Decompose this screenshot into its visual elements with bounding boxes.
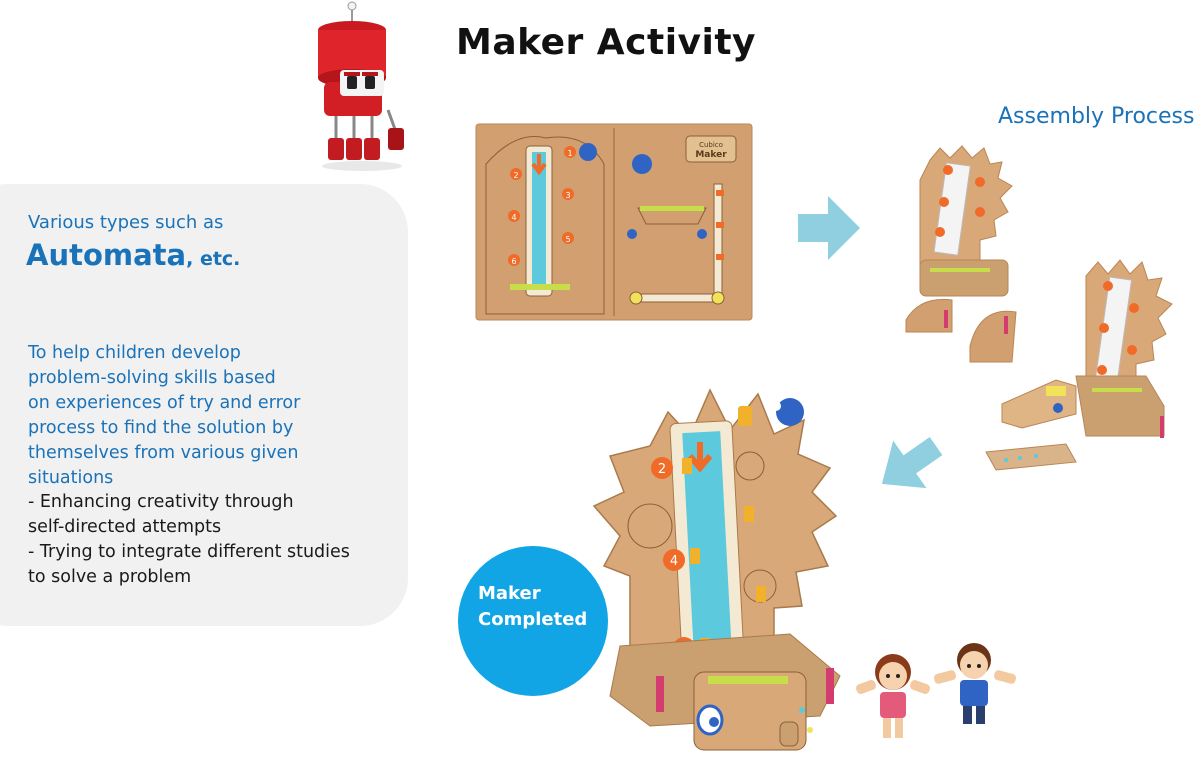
step-number: 3 xyxy=(565,191,570,200)
down-left-arrow-icon xyxy=(881,437,943,489)
step-number: 1 xyxy=(567,149,572,158)
boy-figure-image xyxy=(933,643,1017,724)
purpose-line: To help children develop xyxy=(28,343,241,363)
purpose-line: on experiences of try and error xyxy=(28,393,301,413)
kit-sheet-image: 2 1 3 4 5 6 Cubico Maker xyxy=(475,123,753,321)
highlight-line: Automata, etc. xyxy=(26,238,240,272)
purpose-text: To help children develop problem-solving… xyxy=(28,341,388,491)
step-number: 4 xyxy=(670,554,678,569)
assembly-step-image xyxy=(985,259,1173,471)
highlight-suffix: , etc. xyxy=(186,248,241,270)
panel-heading: Various types such as xyxy=(28,212,224,233)
info-panel xyxy=(0,184,408,626)
purpose-line: problem-solving skills based xyxy=(28,368,276,388)
badge-line: Completed xyxy=(478,609,588,630)
purpose-line: situations xyxy=(28,468,114,488)
completed-automata-image: 2 4 6 xyxy=(592,388,841,751)
bullet-line: to solve a problem xyxy=(28,567,192,587)
page-title: Maker Activity xyxy=(456,22,757,63)
purpose-line: process to find the solution by xyxy=(28,418,294,438)
bullet-line: self-directed attempts xyxy=(28,517,222,537)
bullet-list: - Enhancing creativity through self-dire… xyxy=(28,490,398,590)
assembly-step-image xyxy=(905,145,1017,363)
bullet-line: - Enhancing creativity through xyxy=(28,492,294,512)
maker-completed-badge xyxy=(458,546,608,696)
kit-logo-line2: Maker xyxy=(695,150,727,160)
girl-figure-image xyxy=(856,654,930,738)
maker-completed-text: Maker Completed xyxy=(478,581,598,633)
step-number: 2 xyxy=(513,171,518,180)
badge-line: Maker xyxy=(478,583,541,604)
step-number: 4 xyxy=(511,213,516,222)
highlight-automata: Automata xyxy=(26,238,187,272)
right-arrow-icon xyxy=(798,196,860,260)
bullet-line: - Trying to integrate different studies xyxy=(28,542,350,562)
robot-mascot xyxy=(318,1,404,171)
step-number: 5 xyxy=(565,235,570,244)
purpose-line: themselves from various given xyxy=(28,443,299,463)
step-number: 6 xyxy=(511,257,516,266)
step-number: 2 xyxy=(658,462,666,477)
kit-logo-line1: Cubico xyxy=(699,141,723,149)
assembly-process-label: Assembly Process xyxy=(998,104,1195,129)
